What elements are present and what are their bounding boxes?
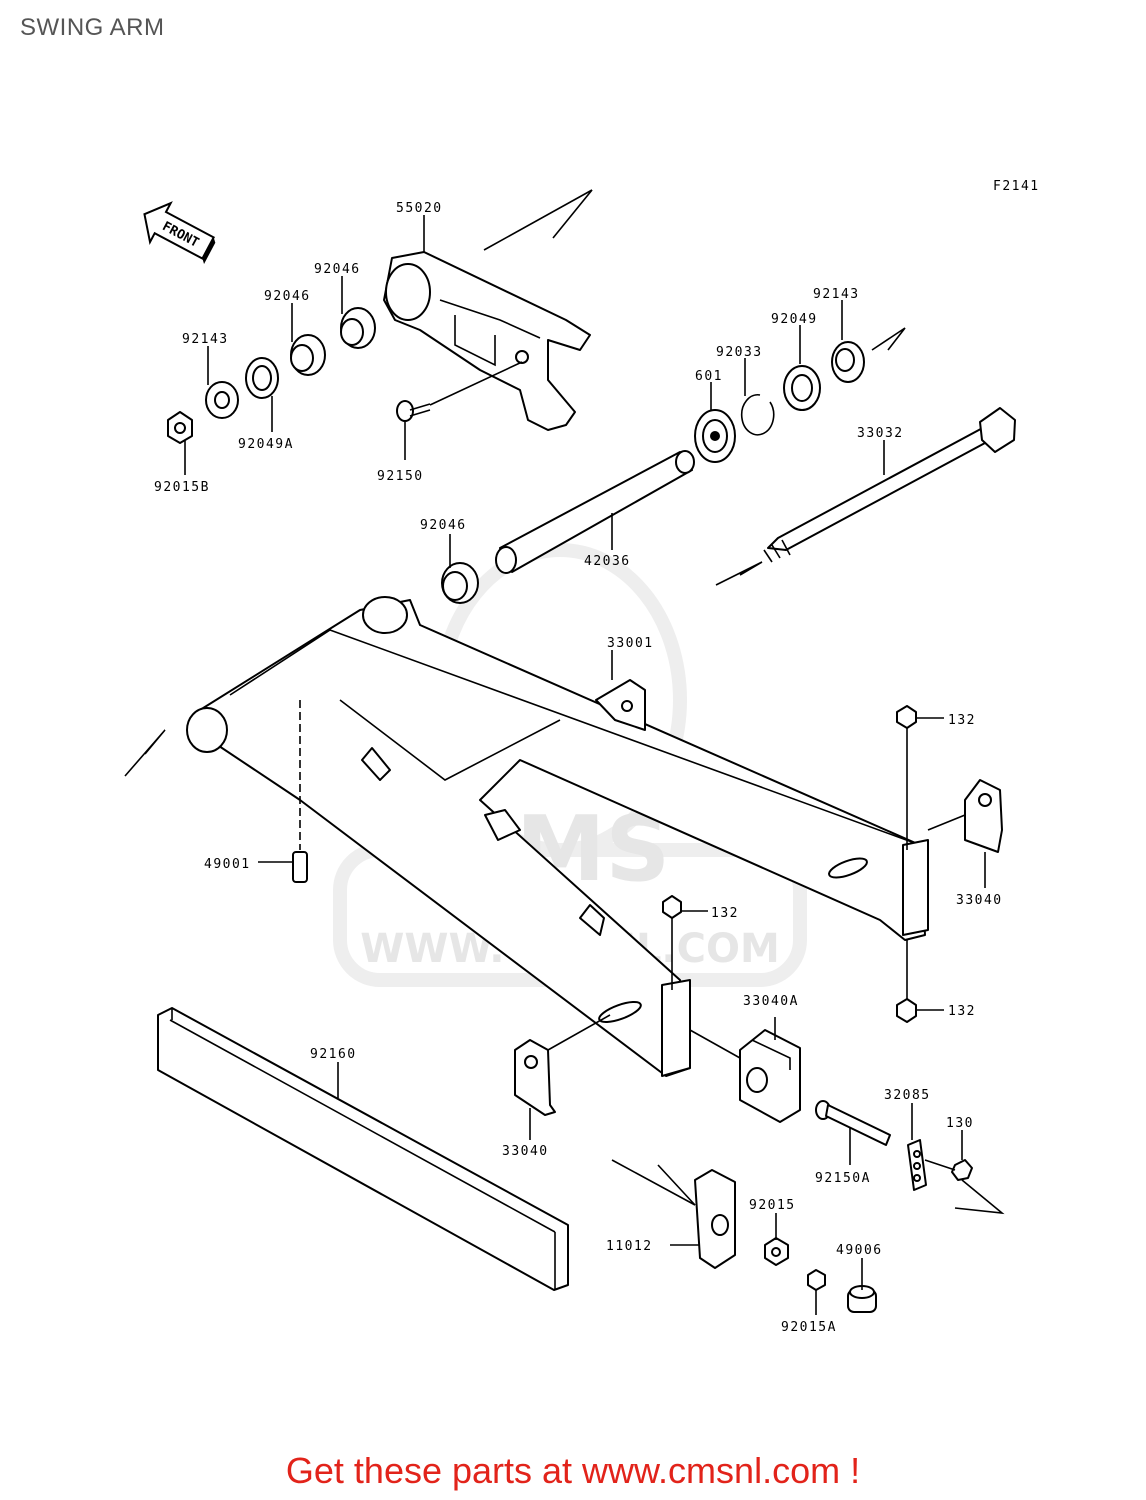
nut-92015 — [764, 1237, 789, 1266]
label-33001: 33001 — [607, 636, 654, 651]
label-42036: 42036 — [584, 554, 631, 569]
adjusting-bolt-92150A — [815, 1100, 891, 1146]
pivot-shaft-33032 — [763, 407, 1016, 563]
label-92049: 92049 — [771, 312, 818, 327]
swing-arm-33001 — [186, 596, 929, 1077]
nut-92015A — [807, 1269, 826, 1315]
bolt-92150 — [396, 400, 431, 422]
label-92033: 92033 — [716, 345, 763, 360]
bolt-132-a — [896, 705, 917, 850]
nut-92015B — [167, 411, 193, 444]
label-32085: 32085 — [884, 1088, 931, 1103]
label-130: 130 — [946, 1116, 974, 1131]
label-92046-mid: 92046 — [264, 289, 311, 304]
needle-bearing-92046-mid — [290, 334, 326, 376]
label-33040A: 33040A — [743, 994, 799, 1009]
label-92150A: 92150A — [815, 1171, 871, 1186]
label-92160: 92160 — [310, 1047, 357, 1062]
bracket-33040-left — [514, 1039, 556, 1116]
circlip-92033 — [740, 394, 775, 436]
cap-49006 — [847, 1285, 877, 1313]
diagram-code: F2141 — [993, 179, 1040, 194]
label-49001: 49001 — [204, 857, 251, 872]
needle-bearing-92046-low — [441, 562, 479, 604]
sleeve-42036 — [495, 450, 695, 574]
label-92143-right: 92143 — [813, 287, 860, 302]
page-title: SWING ARM — [20, 14, 165, 41]
label-92046-top: 92046 — [314, 262, 361, 277]
chain-slipper-92160 — [157, 1007, 569, 1291]
label-92049A: 92049A — [238, 437, 294, 452]
label-92015B: 92015B — [154, 480, 210, 495]
adjuster-block-33040A — [739, 1029, 801, 1123]
needle-bearing-92046-top — [340, 307, 376, 349]
label-55020: 55020 — [396, 201, 443, 216]
ball-bearing-601 — [694, 409, 736, 463]
label-33032: 33032 — [857, 426, 904, 441]
grease-nipple-49001 — [292, 700, 308, 883]
collar-92143-left — [205, 381, 239, 419]
label-92046-low: 92046 — [420, 518, 467, 533]
bolt-130 — [924, 1159, 973, 1181]
bolt-132-b — [662, 895, 682, 990]
label-49006: 49006 — [836, 1243, 883, 1258]
label-11012: 11012 — [606, 1239, 653, 1254]
washer-92049 — [783, 365, 821, 411]
bracket-33040-right — [964, 779, 1003, 853]
bolt-132-c — [896, 940, 917, 1023]
front-arrow-icon: FRONT — [143, 201, 216, 264]
adjuster-plate-32085 — [907, 1139, 927, 1191]
label-132-a: 132 — [948, 713, 976, 728]
footer-link-text[interactable]: Get these parts at www.cmsnl.com ! — [285, 1450, 861, 1491]
label-33040-left: 33040 — [502, 1144, 549, 1159]
label-92015: 92015 — [749, 1198, 796, 1213]
label-132-c: 132 — [948, 1004, 976, 1019]
chain-guide-55020 — [383, 189, 593, 431]
washer-92049A — [245, 357, 279, 399]
label-92015A: 92015A — [781, 1320, 837, 1335]
label-92143-left: 92143 — [182, 332, 229, 347]
label-132-b: 132 — [711, 906, 739, 921]
label-33040-right: 33040 — [956, 893, 1003, 908]
collar-92143-right — [831, 341, 865, 383]
label-601: 601 — [695, 369, 723, 384]
label-92150: 92150 — [377, 469, 424, 484]
bracket-11012 — [670, 1169, 736, 1269]
